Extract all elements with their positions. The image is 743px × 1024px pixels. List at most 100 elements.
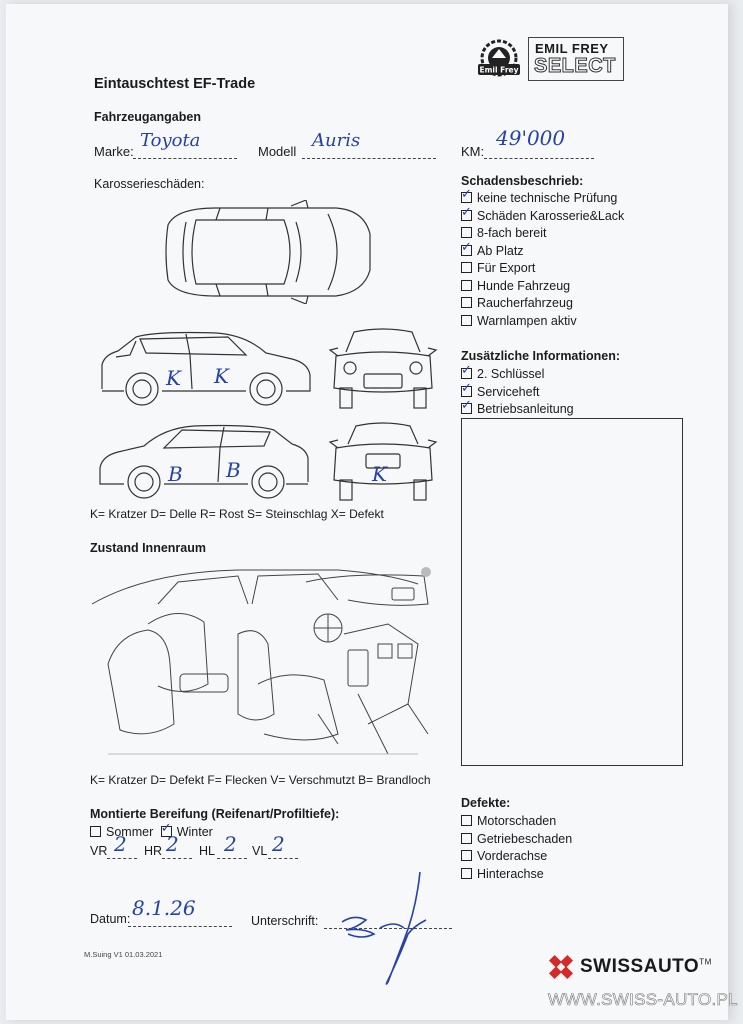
damage-description-label: Raucherfahrzeug <box>477 296 573 310</box>
damage-mark-b2: B <box>226 458 241 482</box>
km-value: 49'000 <box>496 126 566 150</box>
body-damage-section-title: Karosserieschäden: <box>94 177 205 191</box>
datum-line <box>128 912 232 927</box>
modell-line <box>302 144 436 159</box>
winter-checkbox[interactable]: ✓ <box>160 821 172 837</box>
km-line <box>484 144 594 159</box>
marke-line <box>133 144 237 159</box>
vl-label: VL <box>252 844 268 858</box>
additional-info-label: Serviceheft <box>477 384 540 399</box>
damage-description-checkbox[interactable]: ✓ <box>461 187 472 203</box>
damage-mark-k1: K <box>166 366 181 390</box>
vl-value: 2 <box>272 832 285 856</box>
vr-label: VR <box>90 844 108 858</box>
damage-description-label: keine technische Prüfung <box>477 191 618 205</box>
damage-description-item: 8-fach bereit <box>461 226 546 240</box>
defect-checkbox[interactable] <box>461 832 472 844</box>
swissauto-brand-text: SWISSAUTO <box>580 956 700 977</box>
additional-info-checkbox[interactable]: ✓ <box>461 363 472 379</box>
damage-description-item: ✓ Ab Platz <box>461 240 524 258</box>
additional-info-title: Zusätzliche Informationen: <box>461 349 621 363</box>
winter-check-mark: ✓ <box>160 821 172 836</box>
damage-description-label: Schäden Karosserie&Lack <box>477 208 625 223</box>
check-mark-icon: ✓ <box>461 380 472 396</box>
defect-checkbox[interactable] <box>461 867 472 879</box>
modell-value: Auris <box>312 130 361 151</box>
defects-title: Defekte: <box>461 796 511 810</box>
damage-description-checkbox[interactable] <box>461 227 472 238</box>
damage-description-item: ✓ keine technische Prüfung <box>461 187 618 205</box>
damage-description-checkbox[interactable]: ✓ <box>461 240 472 256</box>
trademark: TM <box>699 957 712 967</box>
hl-line <box>217 844 247 859</box>
website-watermark: WWW.SWISS-AUTO.PL <box>548 990 738 1010</box>
additional-info-checkbox[interactable]: ✓ <box>461 381 472 397</box>
form-sheet: Eintauschtest EF-Trade Emil Frey EMIL FR… <box>6 4 728 1020</box>
unterschrift-label: Unterschrift: <box>251 914 319 928</box>
check-mark-icon: ✓ <box>461 239 472 255</box>
damage-description-label: Ab Platz <box>477 243 524 258</box>
additional-info-checkbox[interactable]: ✓ <box>461 398 472 414</box>
car-rear-view-drawing <box>328 420 438 504</box>
hl-value: 2 <box>224 832 237 856</box>
defect-label: Hinterachse <box>477 866 544 881</box>
damage-description-item: ✓ Schäden Karosserie&Lack <box>461 205 625 223</box>
hr-value: 2 <box>166 832 179 856</box>
emil-frey-badge-logo: Emil Frey <box>472 38 526 89</box>
hr-line <box>162 844 192 859</box>
damage-description-label: Für Export <box>477 261 536 275</box>
damage-description-label: 8-fach bereit <box>477 226 547 240</box>
interior-drawing <box>88 564 436 764</box>
check-mark-icon: ✓ <box>461 363 472 378</box>
body-damage-legend: K= Kratzer D= Delle R= Rost S= Steinschl… <box>90 507 384 521</box>
damage-description-checkbox[interactable] <box>461 297 472 308</box>
marke-label: Marke: <box>94 144 134 159</box>
damage-description-item: Für Export <box>461 261 535 275</box>
modell-label: Modell <box>258 144 297 159</box>
additional-info-item: ✓ Betriebsanleitung <box>461 398 574 416</box>
defect-item: Hinterachse <box>461 867 544 881</box>
damage-description-checkbox[interactable] <box>461 262 472 273</box>
car-front-view-drawing <box>328 326 438 412</box>
defect-label: Motorschaden <box>477 814 557 828</box>
check-mark-icon: ✓ <box>461 398 472 413</box>
damage-mark-k2: K <box>214 364 229 388</box>
tires-title: Montierte Bereifung (Reifenart/Profiltie… <box>90 807 340 821</box>
badge-text: Emil Frey <box>479 66 518 75</box>
damage-description-item: Hunde Fahrzeug <box>461 279 570 293</box>
brand-line-1: EMIL FREY <box>535 41 609 56</box>
additional-info-label: 2. Schlüssel <box>477 367 545 381</box>
check-mark-icon: ✓ <box>461 204 472 220</box>
damage-description-checkbox[interactable] <box>461 279 472 291</box>
brand-line-2: SELECT <box>534 55 616 78</box>
damage-description-checkbox[interactable]: ✓ <box>461 205 472 221</box>
additional-info-item: ✓ Serviceheft <box>461 381 540 399</box>
notes-box <box>461 418 683 766</box>
damage-description-item: Raucherfahrzeug <box>461 296 573 310</box>
vr-line <box>107 844 137 859</box>
car-side-view-left-drawing <box>96 329 314 409</box>
defect-checkbox[interactable] <box>461 850 472 861</box>
defect-label: Vorderachse <box>477 849 548 863</box>
interior-section-title: Zustand Innenraum <box>90 541 206 555</box>
damage-description-label: Hunde Fahrzeug <box>477 278 571 293</box>
marke-value: Toyota <box>140 130 201 151</box>
swissauto-cross-icon <box>548 954 574 980</box>
swissauto-brand: SWISSAUTOTM <box>580 956 712 978</box>
tire-type-row: Sommer ✓Winter <box>90 821 213 839</box>
additional-info-item: ✓ 2. Schlüssel <box>461 363 545 381</box>
damage-mark-b1: B <box>168 462 183 486</box>
sommer-checkbox[interactable] <box>90 826 101 837</box>
signature-line <box>324 914 452 929</box>
damage-description-checkbox[interactable] <box>461 314 472 326</box>
form-version: M.Suing V1 01.03.2021 <box>84 950 163 959</box>
hl-label: HL <box>199 844 215 858</box>
vl-line <box>268 844 298 859</box>
damage-description-title: Schadensbeschrieb: <box>461 174 584 188</box>
additional-info-label: Betriebsanleitung <box>477 402 574 416</box>
defect-checkbox[interactable] <box>461 815 472 826</box>
damage-description-item: Warnlampen aktiv <box>461 314 577 328</box>
check-mark-icon: ✓ <box>461 187 472 202</box>
defect-label: Getriebeschaden <box>477 831 573 846</box>
winter-label: Winter <box>176 825 213 839</box>
